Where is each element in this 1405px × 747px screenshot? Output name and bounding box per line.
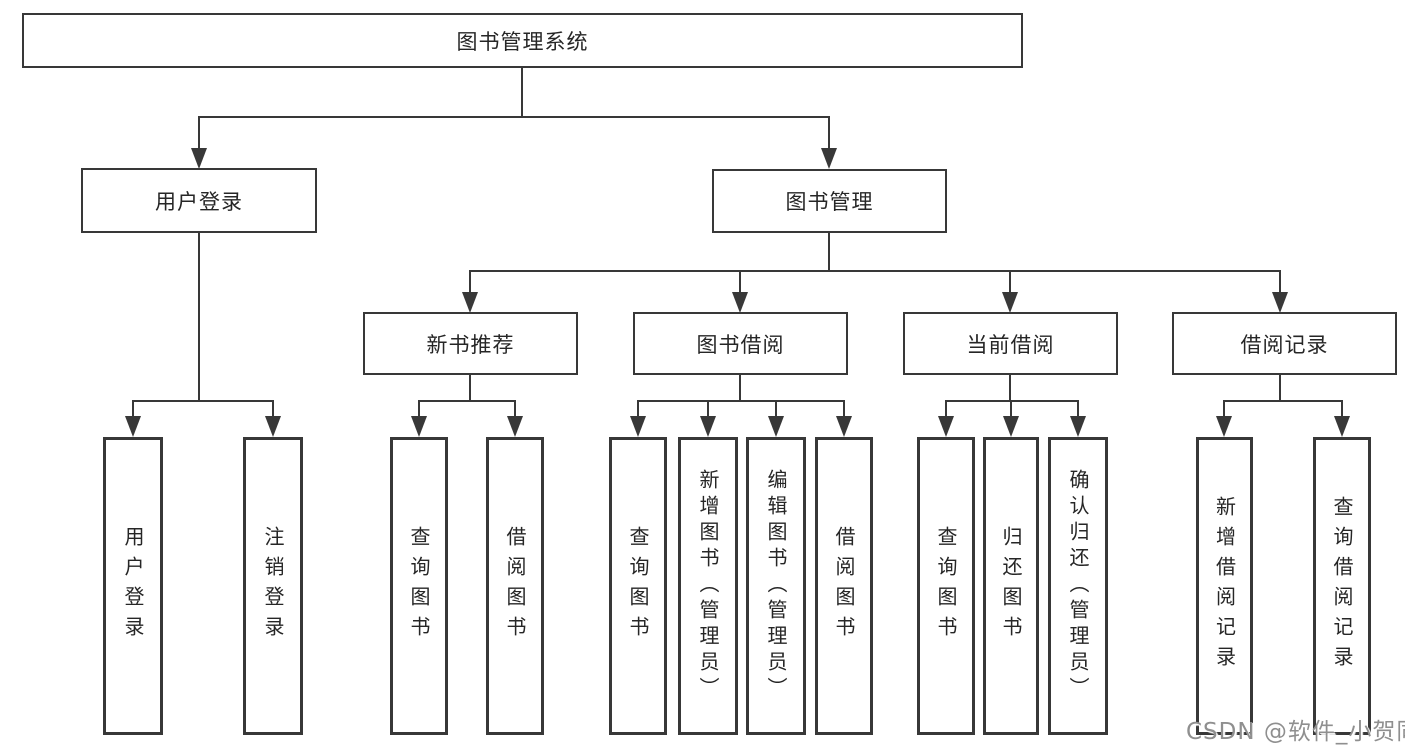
arrowhead-book-borrow [732,292,748,313]
leaf-label: 用户登录 [121,526,145,646]
arrowhead-leaf-user-login [125,416,141,437]
leaf-logout: 注销登录 [243,437,303,735]
arrowhead-current-borrow [1002,292,1018,313]
leaf-add-borrow-record: 新增借阅记录 [1196,437,1253,735]
node-label: 新书推荐 [426,332,515,357]
node-root-library-system: 图书管理系统 [22,13,1023,68]
connector-current-borrow-drop [1009,270,1011,294]
arrowhead-leaf-add-borrow-record [1216,416,1232,437]
leaf-borrow-books: 借阅图书 [815,437,873,735]
connector-book-mgmt-stem [828,233,830,272]
leaf-label: 借阅图书 [503,526,527,646]
leaf-label: 查询借阅记录 [1330,496,1354,676]
arrowhead-leaf-logout [265,416,281,437]
connector-leaf-drop [418,400,420,419]
connector-level2-rail [469,270,1281,272]
connector-leaf-drop [637,400,639,419]
leaf-confirm-return-admin: 确认归还（管理员） [1048,437,1108,735]
connector-leaf-drop [272,400,274,419]
connector-new-books-stem [469,375,471,402]
connector-group4-rail [945,400,1079,402]
leaf-label: 借阅图书 [832,526,856,646]
connector-leaf-drop [775,400,777,419]
leaf-label: 查询图书 [934,526,958,646]
connector-leaf-drop [1077,400,1079,419]
leaf-borrow-books-recommend: 借阅图书 [486,437,544,735]
leaf-label: 编辑图书（管理员） [764,469,788,703]
connector-user-login-stem [198,233,200,402]
connector-book-borrow-stem [739,375,741,402]
leaf-query-books-borrow: 查询图书 [609,437,667,735]
node-book-management: 图书管理 [712,169,947,233]
node-label: 图书管理 [785,190,874,214]
leaf-user-login: 用户登录 [103,437,163,735]
connector-user-login-drop [198,116,200,152]
arrowhead-new-books [462,292,478,313]
connector-current-borrow-stem [1009,375,1011,402]
connector-book-borrow-drop [739,270,741,294]
leaf-label: 查询图书 [626,526,650,646]
node-label: 用户登录 [155,189,243,214]
arrowhead-book-mgmt [821,148,837,169]
leaf-label: 新增借阅记录 [1212,496,1237,676]
connector-leaf-drop [843,400,845,419]
leaf-query-borrow-record: 查询借阅记录 [1313,437,1371,735]
connector-borrow-records-drop [1279,270,1281,294]
leaf-label: 注销登录 [261,526,285,646]
connector-leaf-drop [1341,400,1343,419]
leaf-label: 新增图书（管理员） [696,469,720,703]
arrowhead-leaf-borrow-books [836,416,852,437]
node-current-borrow: 当前借阅 [903,312,1118,375]
connector-leaf-drop [1223,400,1225,419]
node-label: 借阅记录 [1240,332,1329,357]
csdn-watermark: CSDN @软件_小贺同学 [1186,719,1405,745]
node-label: 图书管理系统 [456,29,589,54]
arrowhead-leaf-add-books [700,416,716,437]
leaf-label: 查询图书 [407,526,431,646]
connector-group3-rail [637,400,845,402]
connector-leaf-drop [707,400,709,419]
arrowhead-leaf-return-books [1003,416,1019,437]
arrowhead-leaf-confirm-return [1070,416,1086,437]
node-label: 当前借阅 [966,332,1055,357]
connector-root-stem [521,68,523,118]
connector-leaf-drop [945,400,947,419]
connector-book-mgmt-drop [828,116,830,152]
arrowhead-leaf-query-borrow-record [1334,416,1350,437]
arrowhead-leaf-query-books-current [938,416,954,437]
connector-group5-rail [1223,400,1343,402]
node-label: 图书借阅 [696,332,785,357]
leaf-label: 确认归还（管理员） [1066,469,1090,703]
leaf-edit-books-admin: 编辑图书（管理员） [746,437,806,735]
node-book-borrow: 图书借阅 [633,312,848,375]
connector-leaf-drop [132,400,134,419]
connector-borrow-records-stem [1279,375,1281,402]
arrowhead-leaf-query-books-recommend [411,416,427,437]
leaf-label: 归还图书 [999,526,1023,646]
node-user-login: 用户登录 [81,168,317,233]
connector-group1-rail [132,400,274,402]
leaf-query-books-recommend: 查询图书 [390,437,448,735]
arrowhead-borrow-records [1272,292,1288,313]
arrowhead-leaf-edit-books [768,416,784,437]
arrowhead-leaf-query-books-borrow [630,416,646,437]
connector-group2-rail [418,400,516,402]
node-new-book-recommend: 新书推荐 [363,312,578,375]
leaf-add-books-admin: 新增图书（管理员） [678,437,738,735]
connector-leaf-drop [514,400,516,419]
arrowhead-user-login [191,148,207,169]
arrowhead-leaf-borrow-books-recommend [507,416,523,437]
leaf-return-books: 归还图书 [983,437,1039,735]
node-borrow-records: 借阅记录 [1172,312,1397,375]
connector-new-books-drop [469,270,471,294]
leaf-query-books-current: 查询图书 [917,437,975,735]
connector-level1-rail [198,116,830,118]
connector-leaf-drop [1010,400,1012,419]
